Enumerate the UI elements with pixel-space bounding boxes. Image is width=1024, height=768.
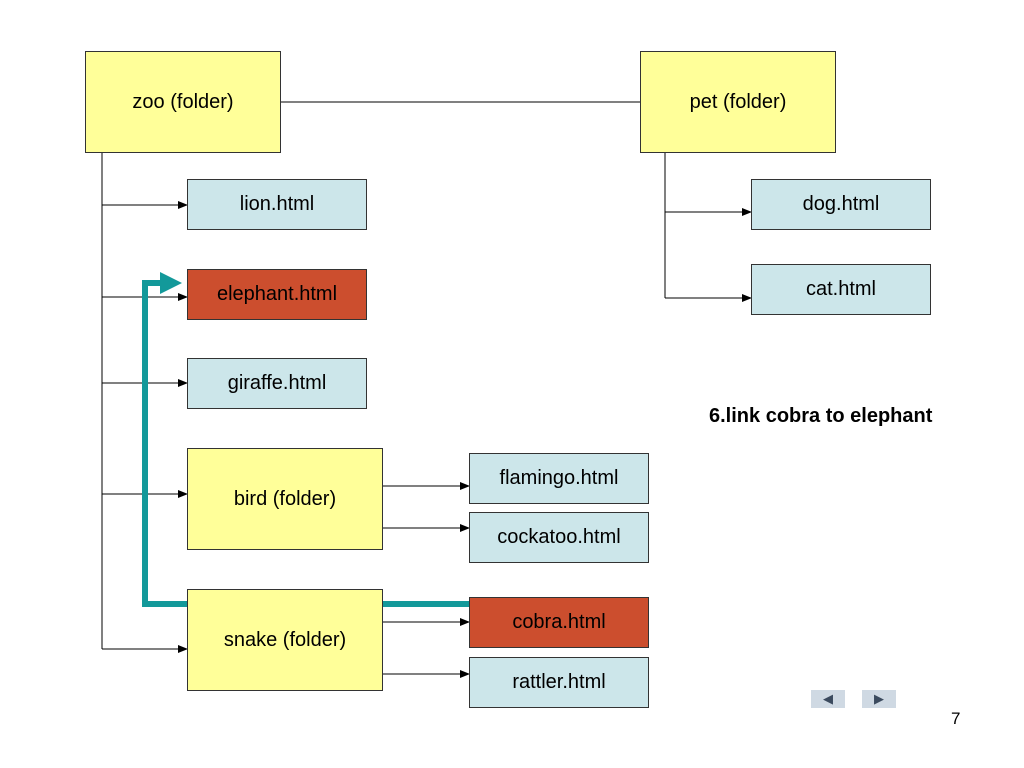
rattler-file-label: rattler.html [512, 671, 606, 693]
elephant-file-label: elephant.html [216, 283, 338, 305]
previous-slide-button[interactable]: ◀ [811, 690, 845, 708]
giraffe-file-label: giraffe.html [227, 372, 327, 394]
arrow-left-icon: ◀ [823, 691, 833, 707]
next-slide-button[interactable]: ▶ [862, 690, 896, 708]
instruction-note: 6.link cobra to elephant [709, 405, 933, 427]
dog-file-label: dog.html [802, 193, 880, 215]
flamingo-file-node: flamingo.html [469, 453, 649, 504]
zoo-folder-label: zoo (folder) [132, 90, 234, 113]
lion-file-label: lion.html [239, 193, 315, 215]
cobra-file-label: cobra.html [512, 611, 606, 633]
cobra-file-node: cobra.html [469, 597, 649, 648]
giraffe-file-node: giraffe.html [187, 358, 367, 409]
pet-folder-node: pet (folder) [640, 51, 836, 153]
arrow-right-icon: ▶ [874, 691, 884, 707]
cockatoo-file-label: cockatoo.html [497, 526, 621, 548]
snake-folder-node: snake (folder) [187, 589, 383, 691]
flamingo-file-label: flamingo.html [499, 467, 619, 489]
rattler-file-node: rattler.html [469, 657, 649, 708]
page-number: 7 [951, 709, 961, 728]
bird-folder-label: bird (folder) [233, 487, 337, 510]
dog-file-node: dog.html [751, 179, 931, 230]
cat-file-label: cat.html [805, 278, 877, 300]
snake-folder-label: snake (folder) [223, 628, 347, 651]
cat-file-node: cat.html [751, 264, 931, 315]
elephant-file-node: elephant.html [187, 269, 367, 320]
bird-folder-node: bird (folder) [187, 448, 383, 550]
cobra-to-elephant-link-arrow [142, 272, 476, 607]
zoo-folder-node: zoo (folder) [85, 51, 281, 153]
pet-folder-label: pet (folder) [689, 90, 787, 113]
cockatoo-file-node: cockatoo.html [469, 512, 649, 563]
lion-file-node: lion.html [187, 179, 367, 230]
